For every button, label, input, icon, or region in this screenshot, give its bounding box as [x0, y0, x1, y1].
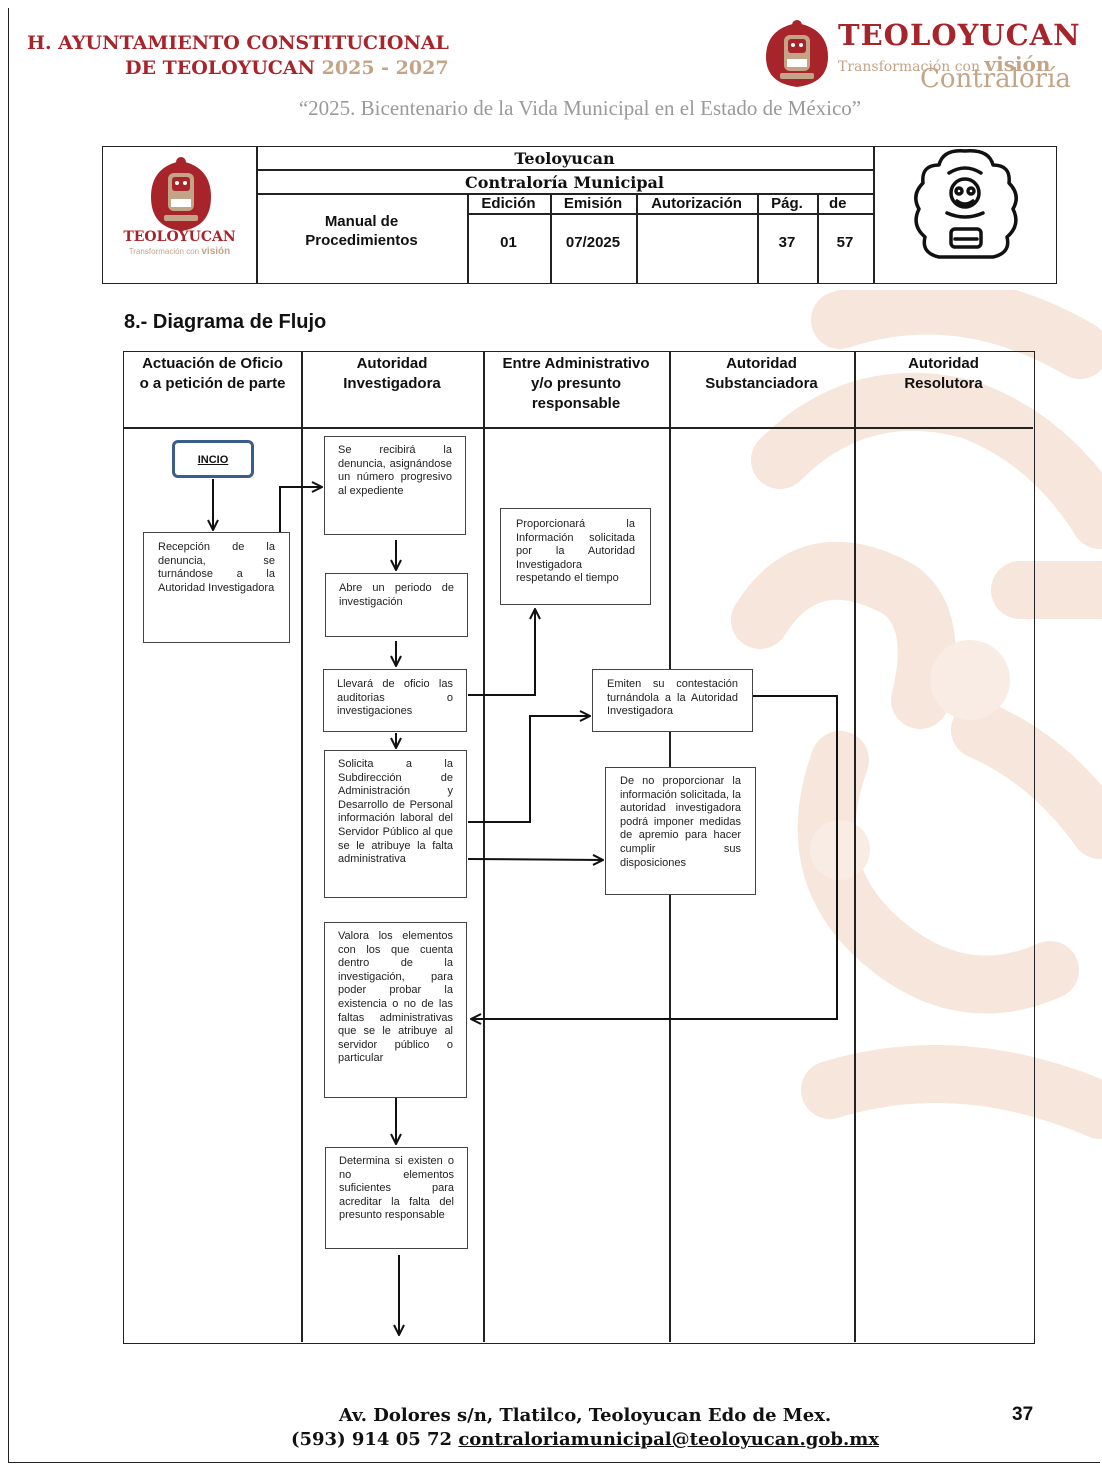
header-title-line2: DE TEOLOYUCAN 2025 - 2027	[125, 57, 449, 79]
document-logo-text: TEOLOYUCAN	[123, 229, 236, 245]
start-node: INCIO	[172, 440, 254, 478]
header-years: 2025 - 2027	[321, 57, 449, 79]
doc-type-line1: Manual de	[324, 213, 399, 230]
lane-oficio-line1: Actuación de Oficio	[142, 355, 283, 372]
document-logo-slogan-word: visión	[201, 246, 231, 257]
step-recepcion: Recepción de la denuncia, se turnándose …	[143, 532, 290, 643]
footer-address: Av. Dolores s/n, Tlatilco, Teoloyucan Ed…	[338, 1405, 832, 1426]
step-proporcionara: Proporcionará la Información solicitada …	[500, 508, 651, 605]
watermark-logo	[731, 290, 1102, 1139]
document-logo-icon	[151, 157, 211, 231]
brand-subtitle: Contraloría	[920, 64, 1071, 94]
lane-resolutora-line2: Resolutora	[904, 375, 983, 392]
lane-substanciadora: Autoridad Substanciadora	[669, 352, 854, 394]
document-logo-slogan: Transformación con visión	[103, 246, 256, 257]
step-auditorias: Llevará de oficio las auditorias o inves…	[323, 669, 467, 732]
val-edicion: 01	[500, 234, 517, 251]
section-title: 8.- Diagrama de Flujo	[124, 311, 327, 333]
step-solicita: Solicita a la Subdirección de Administra…	[324, 750, 467, 898]
document-info-table: TEOLOYUCAN Transformación con visión Teo…	[102, 146, 1057, 284]
lane-ente: Entre Administrativo y/o presunto respon…	[483, 352, 669, 414]
col-pag: Pág.	[771, 195, 803, 212]
lane-oficio: Actuación de Oficio o a petición de part…	[124, 352, 301, 394]
lane-investigadora: Autoridad Investigadora	[301, 352, 483, 394]
lane-resolutora: Autoridad Resolutora	[854, 352, 1033, 394]
footer-email[interactable]: contraloriamunicipal@teoloyucan.gob.mx	[458, 1429, 879, 1450]
page-number: 37	[1012, 1404, 1034, 1425]
col-autorizacion: Autorización	[651, 195, 742, 212]
lane-oficio-line2: o a petición de parte	[139, 375, 286, 392]
start-label: INCIO	[197, 454, 229, 466]
lane-substanciadora-line1: Autoridad	[726, 355, 797, 372]
doc-type-line2: Procedimientos	[305, 232, 418, 249]
val-pag: 37	[778, 234, 796, 251]
lane-investigadora-line1: Autoridad	[356, 355, 428, 372]
val-total: 57	[836, 234, 854, 251]
lane-ente-line3: responsable	[531, 395, 621, 412]
brand-name: TEOLOYUCAN	[838, 18, 1081, 52]
step-determina: Determina si existen o no elementos sufi…	[325, 1147, 468, 1249]
col-emision: Emisión	[563, 195, 623, 212]
figure-emblem-icon	[914, 149, 1018, 259]
header-emblem-icon	[766, 20, 828, 87]
step-no-proporcionar: De no proporcionar la información solici…	[605, 767, 756, 895]
lane-ente-line1: Entre Administrativo	[502, 355, 650, 372]
col-edicion: Edición	[481, 195, 536, 212]
val-emision: 07/2025	[565, 234, 621, 251]
motto: “2025. Bicentenario de la Vida Municipal…	[298, 96, 862, 120]
lane-substanciadora-line2: Substanciadora	[705, 375, 818, 392]
lane-investigadora-line2: Investigadora	[343, 375, 441, 392]
dept-name: Contraloría Municipal	[465, 173, 664, 192]
step-emiten: Emiten su contestación turnándola a la A…	[592, 669, 753, 732]
lane-resolutora-line1: Autoridad	[908, 355, 979, 372]
brand-slogan-word: visión	[984, 52, 1051, 76]
header-municipality: DE TEOLOYUCAN	[125, 57, 316, 79]
step-periodo: Abre un periodo de investigación	[325, 573, 468, 637]
org-name: Teoloyucan	[514, 149, 615, 168]
footer-contact: (593) 914 05 72 contraloriamunicipal@teo…	[0, 1429, 1102, 1450]
footer-phone: (593) 914 05 72	[290, 1429, 453, 1450]
step-recibira: Se recibirá la denuncia, asignándose un …	[324, 436, 466, 535]
step-valora: Valora los elementos con los que cuenta …	[324, 922, 467, 1098]
col-de: de	[829, 195, 847, 212]
document-logo-slogan-prefix: Transformación con	[128, 247, 200, 256]
header-title-line1: H. AYUNTAMIENTO CONSTITUCIONAL	[27, 32, 449, 54]
brand-slogan-prefix: Transformación con	[838, 59, 981, 75]
brand-slogan: Transformación con visión	[838, 52, 1050, 76]
flowchart: Actuación de Oficio o a petición de part…	[123, 351, 1035, 1344]
page-frame	[8, 8, 1100, 1463]
lane-ente-line2: y/o presunto	[530, 375, 621, 392]
